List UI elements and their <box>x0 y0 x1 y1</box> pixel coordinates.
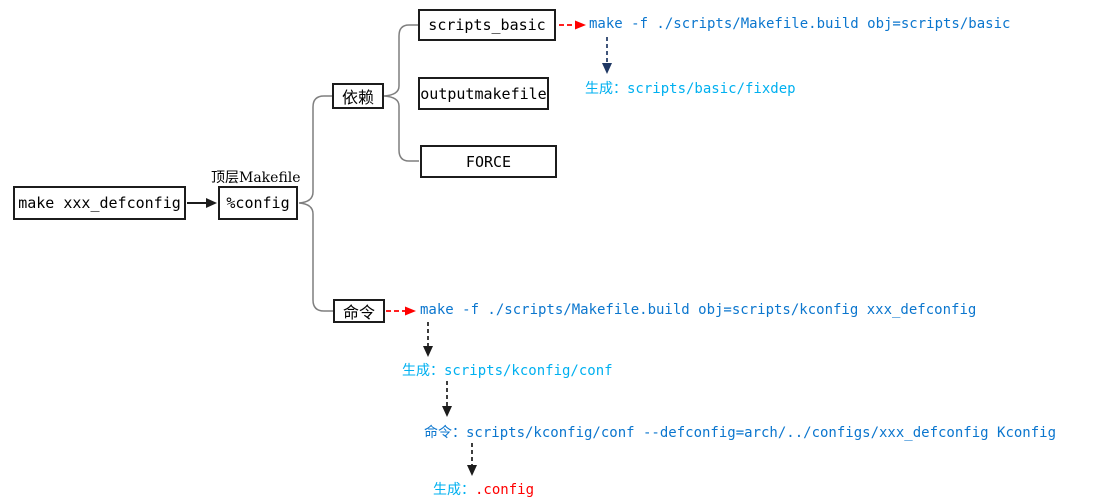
node-make-xxx-defconfig: make xxx_defconfig <box>13 186 186 220</box>
text-final-result: 生成：.config <box>433 479 534 499</box>
arrow-conf-command <box>442 381 452 417</box>
generates-path: scripts/basic/fixdep <box>627 81 796 97</box>
node-force: FORCE <box>420 145 557 178</box>
arrow-kconfig-generates <box>423 322 433 357</box>
arrow-basic-generates <box>602 37 612 74</box>
node-scripts-basic: scripts_basic <box>418 9 556 41</box>
text-basic-build-command: make -f ./scripts/Makefile.build obj=scr… <box>589 16 1011 32</box>
generates-path: scripts/kconfig/conf <box>444 363 613 379</box>
text-kconfig-build-command: make -f ./scripts/Makefile.build obj=scr… <box>420 302 977 318</box>
brace-deps <box>383 24 419 162</box>
command-value: scripts/kconfig/conf --defconfig=arch/..… <box>466 425 1057 441</box>
brace-config <box>298 95 333 312</box>
generates-prefix: 生成： <box>433 482 475 498</box>
command-prefix: 命令： <box>424 425 466 441</box>
result-config-file: .config <box>475 482 535 498</box>
text-kconfig-generates: 生成：scripts/kconfig/conf <box>402 360 613 380</box>
arrow-config-result <box>467 443 477 476</box>
text-conf-defconfig-command: 命令：scripts/kconfig/conf --defconfig=arch… <box>424 422 1056 442</box>
node-command: 命令 <box>333 299 385 323</box>
node-outputmakefile: outputmakefile <box>418 77 549 110</box>
arrow-make-to-config <box>187 198 217 208</box>
generates-prefix: 生成： <box>402 363 444 379</box>
node-percent-config: %config <box>218 186 298 220</box>
arrow-basic-command <box>559 20 586 30</box>
arrow-cmd-command <box>386 306 416 316</box>
text-basic-generates: 生成：scripts/basic/fixdep <box>585 78 796 98</box>
generates-prefix: 生成： <box>585 81 627 97</box>
node-dependency: 依赖 <box>332 83 384 109</box>
label-top-makefile: 顶层Makefile <box>211 170 301 186</box>
